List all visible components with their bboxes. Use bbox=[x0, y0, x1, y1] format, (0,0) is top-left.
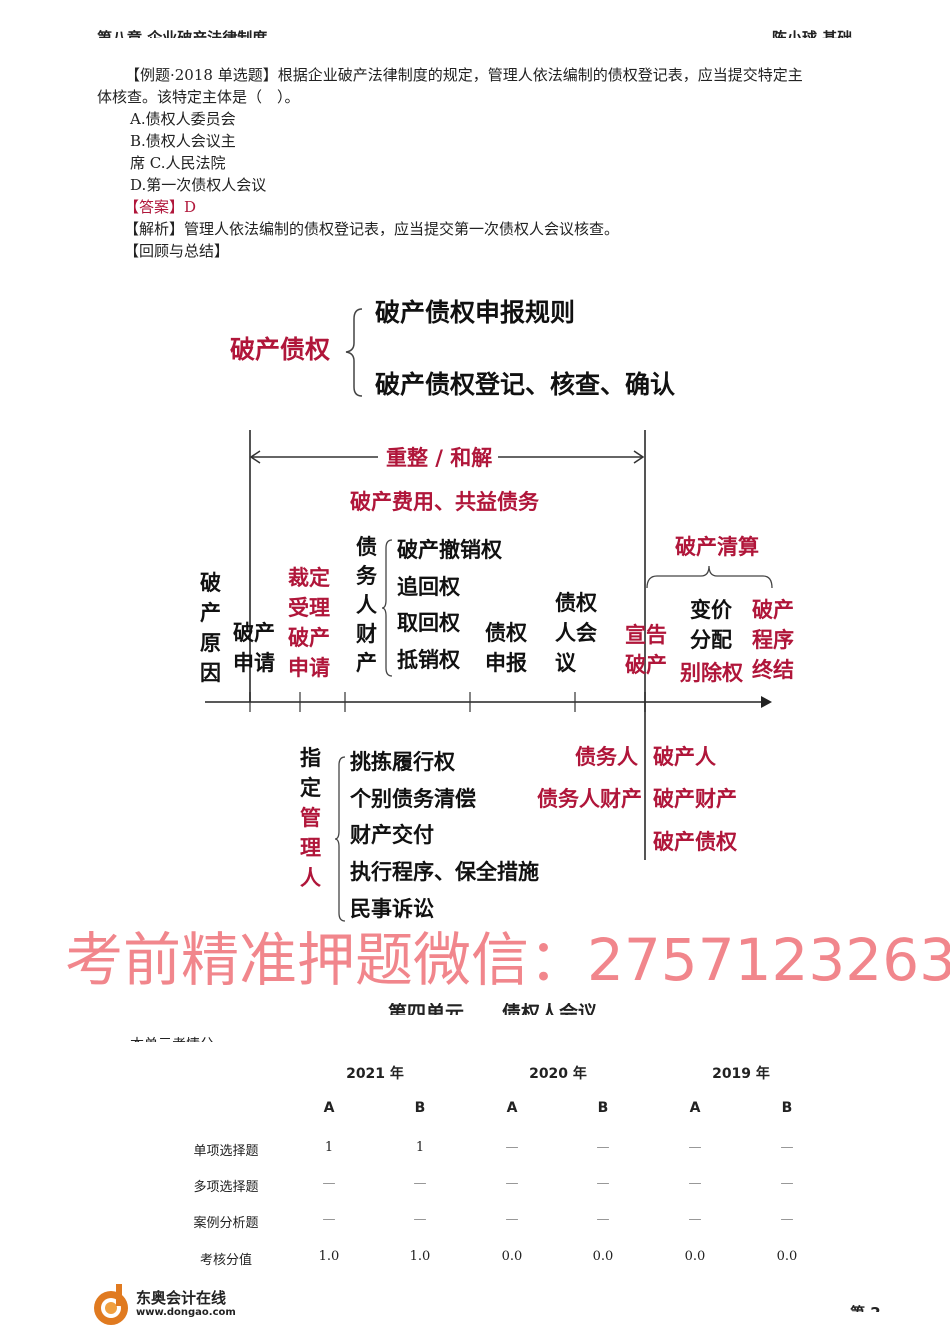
table-cell: 0.0 bbox=[501, 1249, 523, 1264]
year-header: 2020 年 bbox=[529, 1066, 587, 1082]
option-c: 席 C.人民法院 bbox=[130, 154, 226, 172]
divider-line bbox=[249, 430, 251, 702]
option-b: B.债权人会议主 bbox=[130, 132, 236, 150]
appoint-label: 指定 bbox=[300, 746, 321, 800]
table-cell: — bbox=[780, 1176, 794, 1191]
watermark: 考前精准押题微信：2757123263 bbox=[65, 926, 950, 994]
subcol-header: B bbox=[781, 1100, 793, 1116]
subcol-header: B bbox=[414, 1100, 426, 1116]
declare-label: 宣告破产 bbox=[625, 623, 667, 677]
subcol-header: A bbox=[323, 1100, 335, 1116]
answer: 【答案】D bbox=[124, 198, 197, 216]
table-cell: — bbox=[505, 1212, 519, 1227]
header-chapter: 第八章 企业破产法律制度 bbox=[97, 29, 268, 38]
brace-icon bbox=[334, 756, 346, 922]
liquidation-label: 破产清算 bbox=[675, 535, 759, 559]
option-a: A.债权人委员会 bbox=[130, 110, 236, 128]
subcol-header: A bbox=[506, 1100, 518, 1116]
effect-item: 执行程序、保全措施 bbox=[350, 860, 539, 884]
accept-label: 裁定受理破产申请 bbox=[288, 566, 330, 680]
diagram1-branch: 破产债权登记、核查、确认 bbox=[375, 370, 676, 399]
effect-item: 挑拣履行权 bbox=[350, 750, 455, 774]
subcol-header: B bbox=[597, 1100, 609, 1116]
table-caption: 本单元考情分 bbox=[130, 1034, 214, 1042]
right-item: 抵销权 bbox=[397, 648, 460, 672]
table-cell: — bbox=[688, 1212, 702, 1227]
table-cell: 1 bbox=[324, 1140, 334, 1155]
effect-item: 个别债务清偿 bbox=[350, 787, 476, 811]
meeting-label: 债权人会议 bbox=[555, 591, 597, 675]
section-title: 第四单元 债权人会议 bbox=[388, 1003, 598, 1015]
table-cell: 1.0 bbox=[318, 1249, 340, 1264]
after-term: 破产债权 bbox=[653, 830, 737, 854]
table-cell: 1.0 bbox=[409, 1249, 431, 1264]
effect-item: 民事诉讼 bbox=[350, 897, 434, 921]
table-cell: — bbox=[322, 1176, 336, 1191]
divider-line bbox=[644, 430, 646, 860]
claim-label: 债权申报 bbox=[485, 621, 527, 675]
table-cell: — bbox=[505, 1176, 519, 1191]
horizontal-brace bbox=[646, 565, 773, 589]
logo-name: 东奥会计在线 bbox=[136, 1289, 227, 1307]
row-label: 案例分析题 bbox=[193, 1216, 259, 1231]
review-heading: 【回顾与总结】 bbox=[124, 242, 230, 260]
brace-icon bbox=[381, 539, 393, 677]
separate-label: 别除权 bbox=[680, 661, 743, 685]
span-label: 重整 / 和解 bbox=[386, 446, 493, 470]
before-term: 债务人财产 bbox=[537, 787, 642, 811]
timeline-axis bbox=[205, 692, 772, 712]
after-term: 破产人 bbox=[653, 745, 716, 769]
table-cell: — bbox=[780, 1140, 794, 1155]
effect-item: 财产交付 bbox=[350, 823, 434, 847]
after-term: 破产财产 bbox=[653, 787, 737, 811]
dongao-logo-icon bbox=[94, 1284, 128, 1325]
diagram1-branch: 破产债权申报规则 bbox=[375, 298, 576, 327]
right-item: 追回权 bbox=[397, 575, 460, 599]
table-cell: — bbox=[596, 1176, 610, 1191]
table-cell: 0.0 bbox=[592, 1249, 614, 1264]
table-cell: — bbox=[596, 1140, 610, 1155]
right-item: 破产撤销权 bbox=[397, 538, 502, 562]
apply-label: 破产申请 bbox=[233, 621, 275, 675]
row-label: 单项选择题 bbox=[193, 1144, 259, 1159]
debtor-property-label: 债务人财产 bbox=[356, 535, 377, 675]
brace-icon bbox=[345, 308, 363, 397]
manager-label: 管理人 bbox=[300, 806, 321, 890]
row-label: 多项选择题 bbox=[193, 1180, 259, 1195]
table-cell: — bbox=[322, 1212, 336, 1227]
diagram1-root: 破产债权 bbox=[230, 335, 331, 364]
table-cell: — bbox=[505, 1140, 519, 1155]
table-cell: — bbox=[596, 1212, 610, 1227]
question-stem: 【例题·2018 单选题】根据企业破产法律制度的规定，管理人依法编制的债权登记表… bbox=[125, 66, 803, 84]
terminate-label: 破产程序终结 bbox=[752, 598, 794, 682]
before-term: 债务人 bbox=[575, 745, 638, 769]
cause-label: 破产原因 bbox=[200, 571, 221, 685]
table-cell: — bbox=[688, 1140, 702, 1155]
row-label: 考核分值 bbox=[199, 1253, 253, 1268]
table-cell: 0.0 bbox=[684, 1249, 706, 1264]
distribute-label: 变价分配 bbox=[690, 598, 732, 652]
page-number: 第 2 bbox=[850, 1303, 881, 1312]
subcol-header: A bbox=[689, 1100, 701, 1116]
year-header: 2021 年 bbox=[346, 1066, 404, 1082]
table-cell: — bbox=[413, 1176, 427, 1191]
table-cell: — bbox=[413, 1212, 427, 1227]
right-item: 取回权 bbox=[397, 611, 460, 635]
costs-label: 破产费用、共益债务 bbox=[350, 490, 539, 514]
table-cell: 1 bbox=[415, 1140, 425, 1155]
header-author: 陈小球 基础 bbox=[772, 29, 853, 38]
table-cell: — bbox=[780, 1212, 794, 1227]
table-cell: 0.0 bbox=[776, 1249, 798, 1264]
question-stem-cont: 体核查。该特定主体是（ ）。 bbox=[97, 88, 300, 106]
span-arrow bbox=[249, 450, 645, 464]
logo-url: www.dongao.com bbox=[136, 1307, 236, 1318]
table-cell: — bbox=[688, 1176, 702, 1191]
analysis: 【解析】管理人依法编制的债权登记表，应当提交第一次债权人会议核查。 bbox=[124, 220, 620, 238]
option-d: D.第一次债权人会议 bbox=[130, 176, 267, 194]
year-header: 2019 年 bbox=[712, 1066, 770, 1082]
